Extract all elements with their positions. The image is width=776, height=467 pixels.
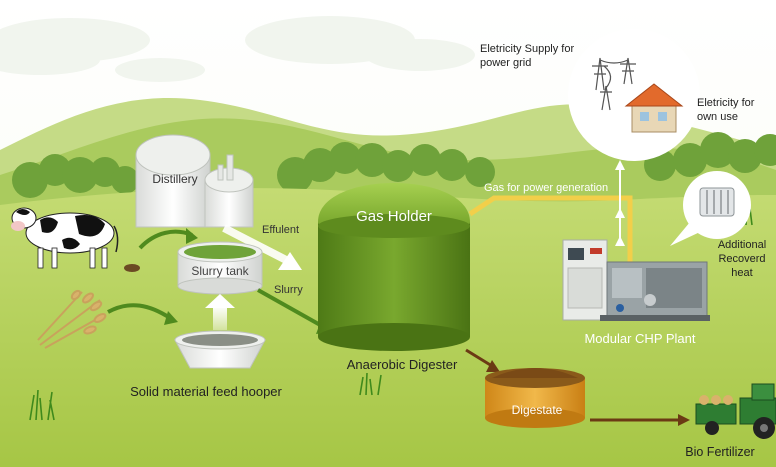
additional-heat-line2: Recoverd: [718, 253, 765, 265]
own-use-line1: Eletricity for: [697, 97, 755, 109]
gas-holder-label: Gas Holder: [356, 208, 432, 225]
power-tower-icon: [592, 57, 636, 111]
gas-pipe: [468, 195, 633, 262]
hopper-up-arrow-head: [205, 294, 235, 308]
digestate-arrow: [465, 348, 493, 368]
cow-icon: [11, 207, 119, 269]
manure: [124, 264, 140, 272]
chp-plant-equipment: [562, 239, 710, 321]
flow-arrow-straw: [107, 303, 172, 320]
effluent-label: Effulent: [262, 224, 299, 236]
anaerobic-digester-label: Anaerobic Digester: [347, 357, 458, 372]
feed-hopper: [174, 330, 266, 369]
effluent-arrow-head: [278, 252, 302, 270]
flow-arrow-cow-head: [186, 228, 198, 244]
own-use-line2: own use: [697, 111, 738, 123]
radiator-icon: [699, 187, 735, 217]
distillery-label: Distillery: [152, 172, 197, 186]
slurry-label: Slurry: [274, 284, 303, 296]
additional-heat-line3: heat: [731, 267, 752, 279]
additional-heat-line1: Additional: [718, 239, 766, 251]
solid-feed-label: Solid material feed hooper: [130, 384, 282, 399]
digestate-arrow-head: [486, 360, 500, 372]
digestate-label: Digestate: [512, 403, 563, 417]
tractor-icon: [695, 383, 776, 439]
grid-supply-line1: Eletricity Supply for: [480, 43, 574, 55]
tree-line: [12, 132, 776, 198]
fertilizer-arrow-head: [678, 414, 690, 426]
power-up-arrows: [615, 160, 625, 246]
crop-straw-icon: [37, 289, 107, 349]
slurry-tank-label: Slurry tank: [191, 264, 249, 278]
chp-plant-label: Modular CHP Plant: [584, 331, 695, 346]
effluent-arrow: [222, 224, 292, 266]
anaerobic-digester: [318, 183, 470, 351]
gas-for-power-label: Gas for power generation: [484, 182, 608, 194]
flow-arrow-straw-head: [164, 311, 178, 325]
slurry-arrow: [257, 288, 323, 328]
clouds: [0, 16, 475, 82]
distillery-building: [135, 134, 254, 228]
hopper-up-arrow: [213, 306, 227, 330]
bio-fertilizer-label: Bio Fertilizer: [685, 445, 754, 459]
grid-supply-line2: power grid: [480, 57, 531, 69]
electricity-bubble: [568, 29, 700, 161]
house-icon: [624, 83, 684, 133]
digestate-tank: [485, 368, 585, 428]
